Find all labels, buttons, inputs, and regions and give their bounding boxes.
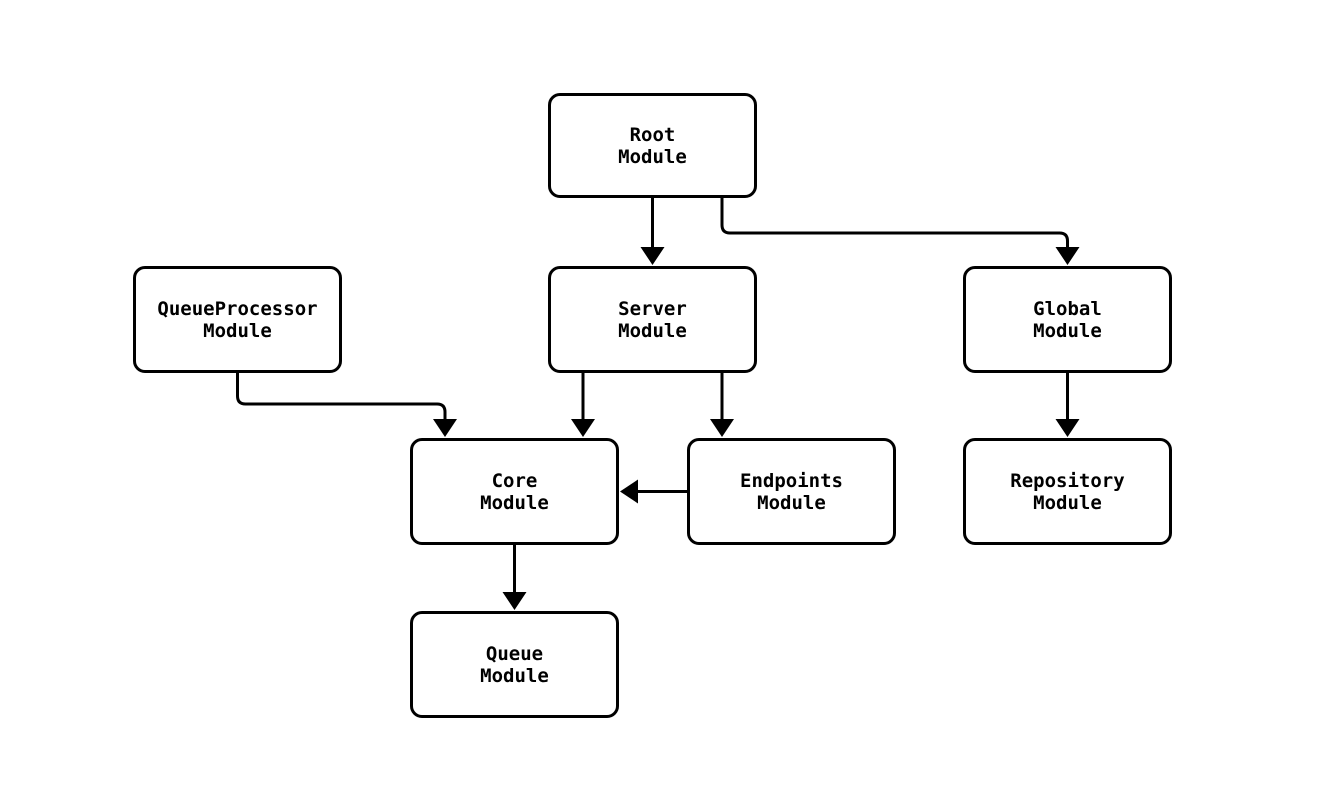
node-label: Module	[480, 491, 549, 514]
node-server-module: Server Module	[548, 266, 757, 373]
node-label: QueueProcessor	[157, 297, 318, 320]
node-queueprocessor-module: QueueProcessor Module	[133, 266, 342, 373]
node-label: Server	[618, 297, 687, 320]
node-label: Queue	[485, 642, 544, 665]
node-label: Global	[1033, 297, 1102, 320]
node-label: Endpoints	[740, 469, 843, 492]
node-root-module: Root Module	[548, 93, 757, 198]
node-label: Module	[1033, 491, 1102, 514]
node-endpoints-module: Endpoints Module	[687, 438, 896, 545]
edge-root-module-to-global-module	[720, 198, 1080, 265]
node-core-module: Core Module	[410, 438, 619, 545]
node-label: Module	[203, 319, 272, 342]
node-label: Module	[1033, 319, 1102, 342]
node-global-module: Global Module	[963, 266, 1172, 373]
node-queue-module: Queue Module	[410, 611, 619, 718]
node-label: Core	[491, 469, 538, 492]
node-label: Module	[618, 145, 687, 168]
node-label: Module	[618, 319, 687, 342]
node-label: Module	[480, 664, 549, 687]
edge-queueprocessor-module-to-core-module	[236, 373, 457, 437]
node-label: Root	[629, 123, 676, 146]
node-label: Module	[757, 491, 826, 514]
node-repository-module: Repository Module	[963, 438, 1172, 545]
node-label: Repository	[1010, 469, 1125, 492]
